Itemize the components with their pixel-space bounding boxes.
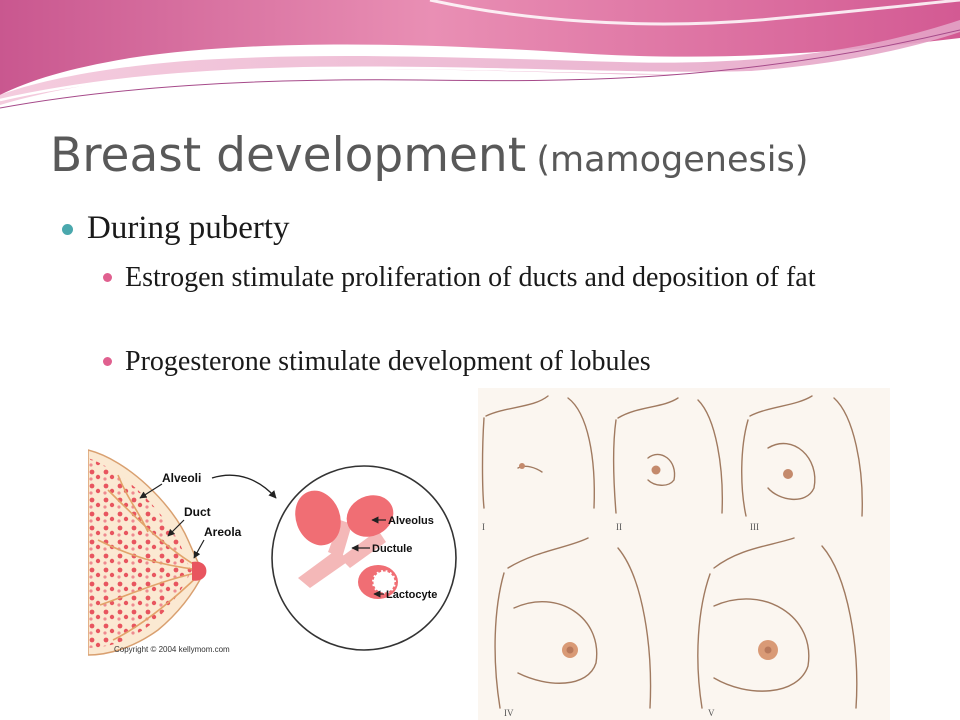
label-alveoli: Alveoli (162, 471, 201, 485)
bullet-level1: During puberty (62, 210, 290, 247)
bullet-dot-pink-icon (103, 273, 112, 282)
bullet-dot-pink-icon (103, 357, 112, 366)
bullet-text: During puberty (87, 210, 290, 246)
header-wave-decoration (0, 0, 960, 109)
stage-label-2: II (616, 522, 622, 532)
stage-label-1: I (482, 522, 485, 532)
label-alveolus: Alveolus (388, 515, 434, 527)
stage-label-3: III (750, 522, 759, 532)
label-areola: Areola (204, 525, 242, 539)
tanner-stages-illustration: I II III IV V (478, 388, 890, 720)
stage-2-sketch (612, 397, 723, 514)
stage-4-sketch (494, 537, 652, 709)
bullet-level2-estrogen: Estrogen stimulate proliferation of duct… (103, 260, 915, 296)
label-lactocyte: Lactocyte (386, 589, 437, 601)
title-subtitle: (mamogenesis) (536, 140, 809, 180)
slide-title: Breast development (mamogenesis) (50, 128, 808, 183)
bullet-level2-progesterone: Progesterone stimulate development of lo… (103, 344, 915, 380)
breast-anatomy-diagram: Alveoli Duct Areola Alveolus Ductule Lac… (88, 449, 457, 656)
alveolus-magnified-illustration (295, 490, 398, 599)
stage-label-5: V (708, 708, 715, 718)
bullet-text: Progesterone stimulate development of lo… (125, 346, 651, 377)
copyright-text: Copyright © 2004 kellymom.com (114, 645, 230, 654)
bullet-text: Estrogen stimulate proliferation of duct… (125, 262, 816, 293)
bullet-dot-teal-icon (62, 224, 73, 235)
stage-3-sketch (741, 395, 863, 517)
stage-5-sketch (697, 537, 858, 709)
label-duct: Duct (184, 505, 211, 519)
label-ductule: Ductule (372, 543, 412, 555)
title-main: Breast development (50, 128, 527, 183)
stage-label-4: IV (504, 708, 514, 718)
